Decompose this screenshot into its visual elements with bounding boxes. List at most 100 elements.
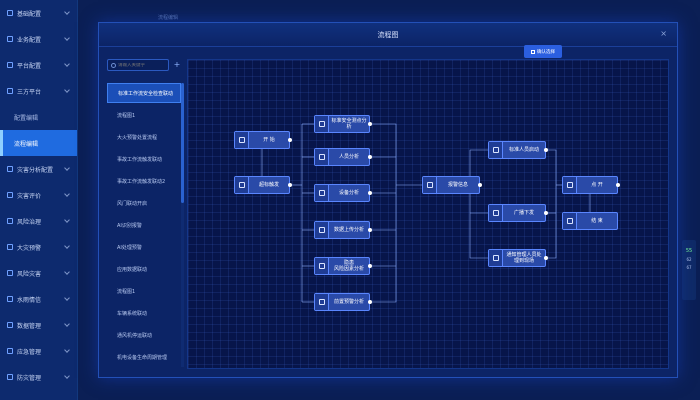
speaker-icon (318, 121, 325, 127)
node-end-label: 结 束 (591, 218, 603, 224)
node-port[interactable] (368, 155, 372, 159)
sidebar-item[interactable]: 灾害分析配置 (0, 156, 77, 182)
chevron-down-icon (64, 347, 70, 353)
sidebar-item[interactable]: 灾害评价 (0, 182, 77, 208)
speaker-icon (492, 255, 499, 261)
sidebar-item[interactable]: 配置编辑 (0, 104, 77, 130)
flow-list-item[interactable]: 风门联动开启 (117, 200, 148, 207)
notify-node-icon (489, 142, 503, 158)
flow-list-item[interactable]: 通风机停运联动 (117, 332, 153, 339)
confirm-select-button[interactable]: 确认选择 (524, 45, 562, 58)
speaker-icon (318, 227, 325, 233)
node-port[interactable] (478, 183, 482, 187)
chevron-down-icon (64, 373, 70, 379)
status-value-1: 62 (686, 257, 692, 262)
sidebar-item[interactable]: 应急管理 (0, 338, 77, 364)
close-icon[interactable]: × (660, 29, 667, 38)
node-port[interactable] (368, 264, 372, 268)
node-port[interactable] (288, 183, 292, 187)
sidebar-item-label: 应急管理 (17, 348, 42, 356)
sidebar-item[interactable]: 防灾管理 (0, 364, 77, 390)
node-equipment-analysis[interactable]: 设备分析 (314, 184, 372, 202)
sidebar-item[interactable]: 三方平台 (0, 78, 77, 104)
flow-list-item[interactable]: AI处理预警 (117, 244, 142, 251)
node-notify-personnel[interactable]: 标准人员启动 (488, 141, 548, 159)
chevron-down-icon (64, 61, 70, 67)
flow-list-item[interactable]: 应用数据联动 (117, 266, 148, 273)
chevron-down-icon (64, 35, 70, 41)
confirm-select-label: 确认选择 (537, 49, 555, 55)
speaker-icon (318, 263, 325, 269)
sidebar-item[interactable]: 水雨情信 (0, 286, 77, 312)
flow-list-item[interactable]: 事故工作流触发联动2 (117, 178, 166, 185)
chevron-down-icon (64, 165, 70, 171)
node-alarm-info[interactable]: 报警信息 (422, 176, 482, 194)
speaker-icon (318, 299, 325, 305)
sidebar-item-label: 风险治理 (17, 218, 42, 226)
node-port[interactable] (544, 256, 548, 260)
flow-list-item[interactable]: 流程图1 (117, 288, 136, 295)
search-input[interactable] (118, 62, 168, 68)
node-risk-analysis[interactable]: 隐患 风险因素分析 (314, 257, 372, 275)
sidebar-item[interactable]: 风险灾害 (0, 260, 77, 286)
node-broadcast[interactable]: 广播下发 (488, 204, 548, 222)
node-personnel-analysis[interactable]: 人员分析 (314, 148, 372, 166)
node-trigger[interactable]: 超标触发 (234, 176, 292, 194)
node-gate[interactable]: 点 开 (562, 176, 620, 194)
node-port[interactable] (368, 228, 372, 232)
node-risk-label: 隐患 风险因素分析 (333, 260, 364, 272)
menu-icon (7, 348, 13, 354)
sidebar-item[interactable]: 基础配置 (0, 0, 77, 26)
flow-list-item[interactable]: 流程图1 (117, 112, 136, 119)
sidebar-item[interactable]: 业务配置 (0, 26, 77, 52)
menu-icon (7, 36, 13, 42)
flow-list-item[interactable]: 大火预警处置流程 (117, 134, 158, 141)
sidebar-item[interactable]: 平台配置 (0, 52, 77, 78)
node-port[interactable] (544, 211, 548, 215)
node-broadcast-label: 广播下发 (513, 210, 534, 216)
node-port[interactable] (544, 148, 548, 152)
node-port[interactable] (288, 138, 292, 142)
node-trigger-label: 超标触发 (258, 182, 279, 188)
sidebar-item-label: 灾害分析配置 (17, 166, 54, 174)
sidebar-item[interactable]: 流程编辑 (0, 130, 77, 156)
node-port[interactable] (368, 300, 372, 304)
login-icon (238, 137, 245, 143)
chevron-down-icon (64, 295, 70, 301)
flow-list-scrollbar[interactable] (181, 83, 184, 367)
menu-icon (7, 88, 13, 94)
add-flow-button[interactable]: + (173, 60, 181, 69)
chevron-down-icon (64, 321, 70, 327)
node-data-upload-label: 数据上传分析 (333, 227, 364, 233)
flow-list-item[interactable]: 机电设备生命周期管理 (117, 354, 168, 361)
flow-list-item[interactable]: 标准工作流安全检查联动 (107, 83, 181, 103)
node-end[interactable]: 结 束 (562, 212, 618, 230)
node-port[interactable] (368, 122, 372, 126)
managers-node-icon (489, 250, 503, 266)
sidebar-item[interactable]: 风险治理 (0, 208, 77, 234)
speaker-icon (318, 190, 325, 196)
node-data-upload-analysis[interactable]: 数据上传分析 (314, 221, 372, 239)
scrollbar-thumb[interactable] (181, 83, 184, 203)
sidebar-item[interactable]: 大灾预警 (0, 234, 77, 260)
sidebar-item-label: 风险灾害 (17, 270, 42, 278)
sidebar-item-label: 流程编辑 (14, 140, 39, 148)
data-upload-node-icon (315, 222, 329, 238)
node-start[interactable]: 开 始 (234, 131, 292, 149)
node-hazard-analysis[interactable]: 标准安全测点分析 (314, 115, 372, 133)
node-port[interactable] (368, 191, 372, 195)
flow-list-item[interactable]: AI识别报警 (117, 222, 142, 229)
chevron-down-icon (64, 217, 70, 223)
node-port[interactable] (616, 183, 620, 187)
hazard-node-icon (315, 116, 329, 132)
speaker-icon (492, 147, 499, 153)
speaker-icon (318, 154, 325, 160)
node-warning-analysis[interactable]: 前置预警分析 (314, 293, 372, 311)
flow-list-item[interactable]: 车辆系统联动 (117, 310, 148, 317)
flow-list-item[interactable]: 事故工作流触发联动 (117, 156, 163, 163)
node-alarm-info-label: 报警信息 (447, 182, 468, 188)
node-notify-managers[interactable]: 通知管理人员处理到现场 (488, 249, 548, 267)
menu-icon (7, 322, 13, 328)
sidebar-item[interactable]: 数据管理 (0, 312, 77, 338)
